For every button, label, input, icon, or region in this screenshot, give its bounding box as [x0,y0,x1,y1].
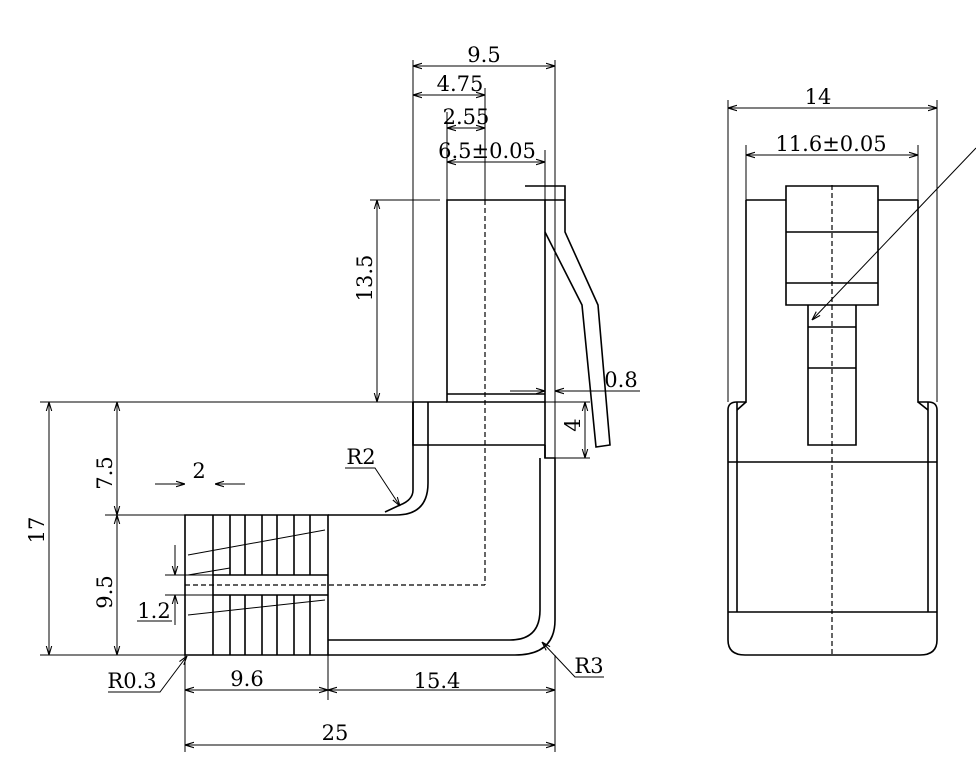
extension-lines [40,60,590,752]
dim-9-5-left: 9.5 [93,575,117,608]
dimension-lines [49,66,640,745]
latch-tab [525,185,611,460]
dim-9-5-top: 9.5 [467,43,500,67]
label-r2: R2 [346,445,375,469]
label-r3: R3 [574,654,603,678]
front-latch [785,185,879,446]
dim-11-6: 11.6±0.05 [775,132,886,156]
dim-4-75: 4.75 [437,72,484,96]
side-view: 9.5 4.75 2.55 6.5±0.05 13.5 0.8 4 7.5 17… [25,43,640,752]
dim-2: 2 [192,459,205,483]
dim-15-4: 15.4 [414,669,461,693]
elbow-body [185,402,556,656]
front-dimensions: 14 11.6±0.05 [727,85,976,402]
dim-1-2: 1.2 [137,599,170,623]
dim-2-55: 2.55 [443,105,490,129]
dim-7-5: 7.5 [93,456,117,489]
dim-6-5: 6.5±0.05 [438,139,536,163]
boot-section [184,514,329,656]
dim-25: 25 [322,721,349,745]
dim-14: 14 [805,85,832,109]
dimension-labels: 9.5 4.75 2.55 6.5±0.05 13.5 0.8 4 7.5 17… [25,43,638,745]
front-outline [727,185,938,656]
dim-17: 17 [25,517,49,544]
dim-13-5: 13.5 [353,255,377,302]
dim-0-8: 0.8 [604,368,637,392]
dim-4: 4 [561,418,585,431]
label-r0-3: R0.3 [107,669,156,693]
upper-block [413,199,546,585]
front-view: 14 11.6±0.05 [727,85,976,656]
dim-9-6: 9.6 [230,667,263,691]
